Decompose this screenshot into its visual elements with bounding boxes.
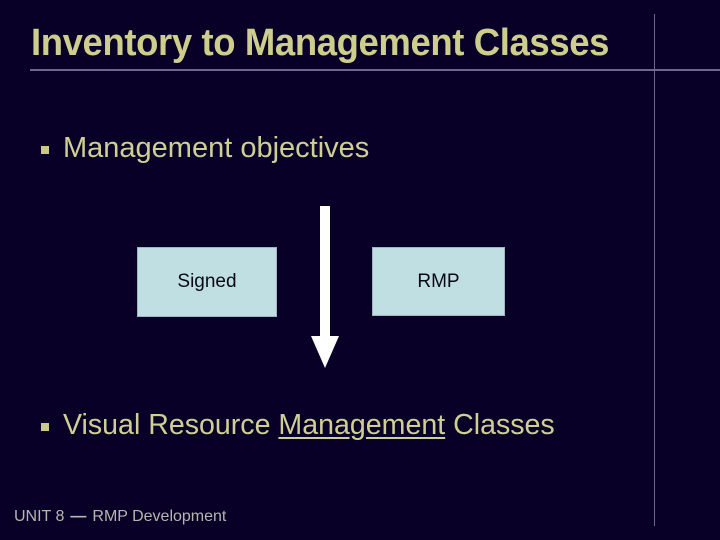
page-title: Inventory to Management Classes	[31, 22, 610, 64]
process-box-signed[interactable]: Signed	[137, 247, 277, 317]
process-box-label: Signed	[177, 271, 237, 292]
bullet-item-visual-resource-management-classes: Visual Resource Management Classes	[41, 408, 562, 442]
process-box-rmp[interactable]: RMP	[372, 247, 505, 316]
down-arrow-icon	[311, 206, 339, 368]
vertical-rule	[654, 14, 655, 526]
footer: UNIT 8 — RMP Development	[14, 508, 226, 526]
bullet-text-before: Visual Resource	[63, 409, 279, 441]
square-bullet-icon	[41, 423, 49, 431]
process-box-label: RMP	[417, 270, 460, 292]
bullet-text-after: Classes	[445, 409, 555, 441]
footer-unit-label: UNIT 8	[14, 508, 65, 525]
footer-separator: —	[70, 508, 87, 525]
bullet-item-label: Management objectives	[63, 132, 370, 164]
square-bullet-icon	[41, 146, 49, 154]
horizontal-rule	[30, 69, 720, 71]
footer-subject-label: RMP Development	[92, 508, 227, 525]
bullet-text-underlined: Management	[278, 409, 446, 441]
bullet-item-management-objectives: Management objectives	[41, 131, 369, 165]
bullet-item-label: Visual Resource Management Classes	[63, 408, 555, 442]
